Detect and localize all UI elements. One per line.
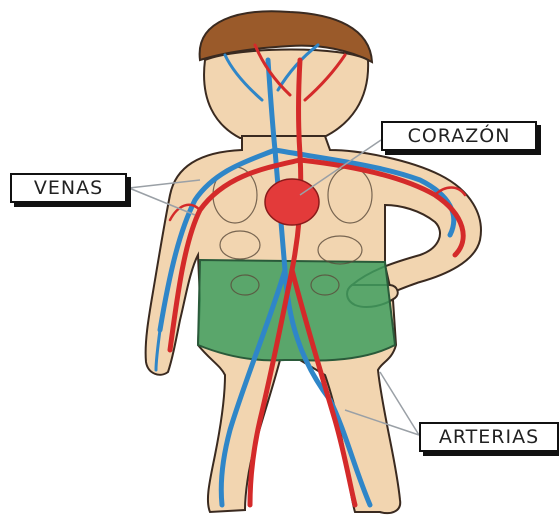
label-arterias: ARTERIAS [419,422,559,452]
label-corazon: CORAZÓN [381,121,537,151]
heart [265,179,319,225]
shorts [198,260,395,360]
label-venas: VENAS [10,173,127,203]
